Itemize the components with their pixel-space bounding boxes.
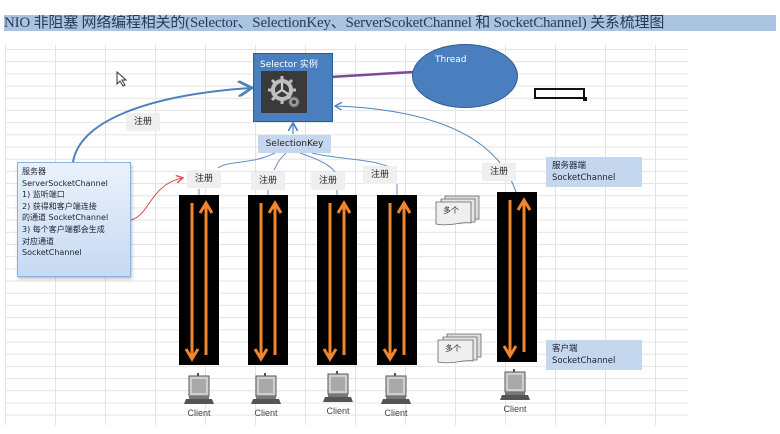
bidirectional-arrow-icon	[382, 200, 412, 362]
selected-cell[interactable]	[534, 88, 587, 101]
bidirectional-arrow-icon	[184, 200, 214, 362]
server-line: ServerSocketChannel	[22, 178, 108, 188]
selector-thread-link	[329, 70, 414, 79]
client-label: Client	[187, 408, 211, 418]
gear-icon	[261, 71, 307, 113]
client-label: Client	[384, 408, 408, 418]
server-line: 3) 每个客户端都会生成	[22, 224, 105, 234]
client-side-subtitle: SocketChannel	[552, 356, 616, 366]
client-label: Client	[326, 406, 350, 416]
register-label: 注册	[187, 170, 222, 188]
document-stack-icon	[437, 333, 482, 364]
server-side-subtitle: SocketChannel	[552, 173, 616, 183]
document-stack-icon	[435, 195, 480, 226]
many-channels-stack: 多个	[437, 333, 483, 365]
server-line: 1) 监听端口	[22, 190, 65, 200]
server-side-title: 服务器端	[552, 161, 587, 171]
client-node[interactable]: Client	[320, 370, 356, 418]
server-line: 服务器	[22, 167, 46, 176]
register-label: 注册	[311, 172, 346, 190]
socket-channel-bar[interactable]	[377, 195, 417, 365]
selector-label: Selector 实例	[260, 60, 318, 70]
server-line: 2) 获得和客户端连接	[22, 201, 97, 211]
many-channels-stack: 多个	[435, 195, 481, 227]
client-node[interactable]: Client	[248, 372, 284, 420]
server-to-register-curve	[130, 178, 182, 221]
register-label: 注册	[482, 163, 517, 181]
register-label: 注册	[126, 113, 161, 131]
diagram-title: NIO 非阻塞 网络编程相关的(Selector、SelectionKey、Se…	[4, 15, 776, 31]
computer-icon	[184, 373, 214, 404]
computer-icon	[500, 369, 530, 400]
server-description-box[interactable]: 服务器 ServerSocketChannel 1) 监听端口 2) 获得和客户…	[17, 162, 131, 277]
key-curve-2	[273, 152, 287, 171]
key-curve-4	[311, 152, 393, 169]
server-side-socketchannel-label: 服务器端 SocketChannel	[546, 157, 642, 187]
many-label: 多个	[445, 344, 461, 353]
thread-label: Thread	[435, 55, 467, 65]
client-node[interactable]: Client	[497, 368, 533, 416]
register-label: 注册	[363, 166, 398, 184]
thread-node[interactable]: Thread	[412, 44, 518, 108]
server-line: 对应通道	[22, 236, 54, 246]
client-node[interactable]: Client	[378, 372, 414, 420]
register-label: 注册	[251, 172, 286, 190]
client-side-socketchannel-label: 客户端 SocketChannel	[546, 340, 642, 370]
client-label: Client	[503, 404, 527, 414]
bidirectional-arrow-icon	[253, 200, 283, 362]
socket-channel-bar[interactable]	[248, 195, 288, 365]
computer-icon	[381, 373, 411, 404]
selection-key-box[interactable]: SelectionKey	[258, 135, 331, 153]
register-curve-server	[72, 88, 250, 163]
server-line: 的通道 SocketChannel	[22, 213, 109, 223]
computer-icon	[323, 371, 353, 402]
selector-instance[interactable]: Selector 实例	[253, 53, 333, 122]
socket-channel-bar[interactable]	[179, 195, 219, 365]
socket-channel-bar[interactable]	[497, 192, 537, 362]
client-node[interactable]: Client	[181, 372, 217, 420]
bidirectional-arrow-icon	[502, 197, 532, 359]
key-curve-3	[299, 152, 336, 173]
bidirectional-arrow-icon	[322, 200, 352, 362]
many-label: 多个	[443, 206, 459, 215]
computer-icon	[251, 373, 281, 404]
client-side-title: 客户端	[552, 344, 578, 354]
server-line: SocketChannel	[22, 248, 82, 258]
client-label: Client	[254, 408, 278, 418]
mouse-cursor-icon	[116, 70, 128, 91]
key-curve-1	[217, 152, 276, 169]
socket-channel-bar[interactable]	[317, 195, 357, 365]
